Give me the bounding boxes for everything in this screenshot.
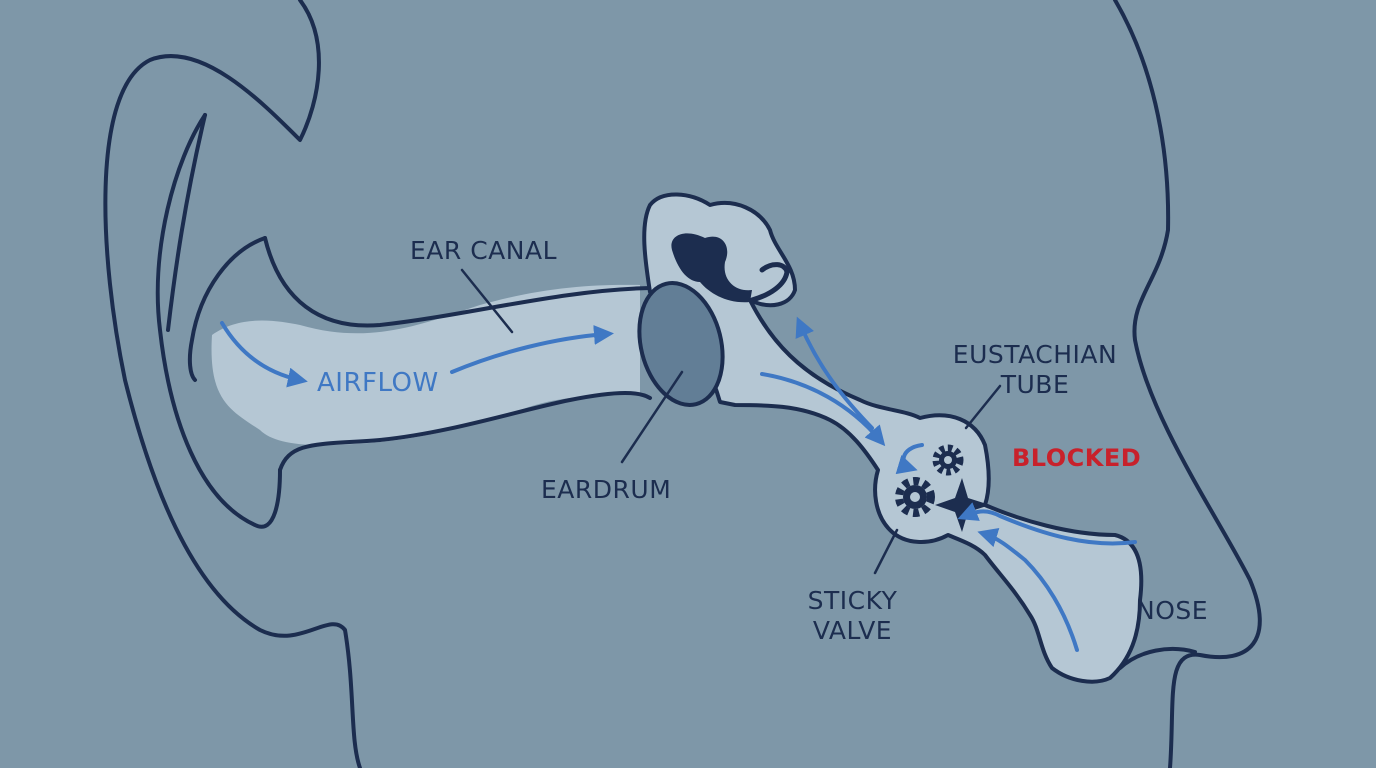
ear-canal-outline [263,236,652,328]
gear-icon [895,477,935,517]
label-ear-canal: EAR CANAL [410,236,558,265]
label-eustachian-line1: EUSTACHIAN [952,340,1118,369]
eardrum-membrane [637,281,725,407]
leader-lines [460,268,1002,575]
ossicle-stapes [749,262,790,303]
label-sticky-valve: STICKY VALVE [790,586,915,646]
ossicles [671,233,752,303]
label-sticky-line1: STICKY [807,586,898,615]
gear-icon [932,444,964,476]
airflow-arrows [220,316,1137,652]
outer-ear [103,0,362,768]
label-blocked: BLOCKED [1012,444,1142,472]
label-airflow: AIRFLOW [317,368,439,398]
label-eardrum: EARDRUM [541,475,672,504]
label-eustachian-line2: TUBE [1000,370,1070,399]
middle-ear-and-eustachian-tube [642,192,1144,684]
label-nose: NOSE [1136,596,1209,625]
ear-canal-tube [211,284,641,445]
nostril [1118,646,1197,670]
face-profile [1113,0,1262,768]
label-sticky-line2: VALVE [812,616,893,645]
ear-canal-outline [278,391,652,472]
label-eustachian-tube: EUSTACHIAN TUBE [940,340,1130,400]
